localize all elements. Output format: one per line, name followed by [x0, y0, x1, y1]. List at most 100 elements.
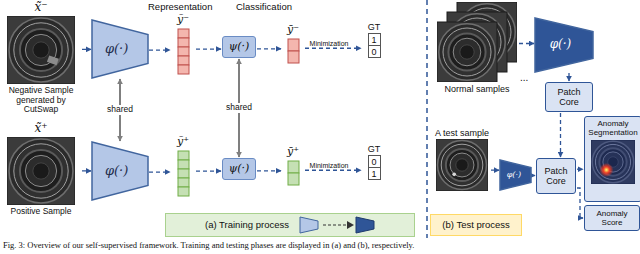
gt-cells: 10	[368, 33, 381, 58]
flow-arrow	[257, 170, 281, 171]
gt-label: GT	[368, 144, 381, 154]
encoder-label: φ(·)	[105, 42, 128, 57]
section-heading: Representation	[148, 1, 212, 12]
encoder-block: φ(·)	[92, 20, 148, 78]
gt-value: 1	[371, 35, 376, 45]
sample-stack: Normal samples	[436, 2, 518, 94]
flow-arrow	[519, 43, 534, 44]
photo-ground	[436, 139, 488, 191]
edge-label: shared	[105, 105, 135, 114]
sample-label: x̃⁺	[34, 122, 47, 136]
gt-value: 1	[371, 169, 376, 179]
sample-picture	[7, 16, 75, 84]
output-box: Anomaly Score	[584, 205, 640, 231]
ellipsis-mark: ...	[520, 72, 528, 83]
vector-cells	[287, 38, 300, 64]
segmentation-picture	[591, 140, 635, 184]
encoder-shape	[300, 217, 318, 233]
vector-cell	[288, 39, 299, 51]
vector-cell	[178, 65, 189, 74]
encoder-block: φ(·)	[92, 142, 148, 200]
bottle-ring	[446, 149, 478, 181]
sample-label: x̃⁻	[34, 1, 47, 15]
vector-cell	[178, 47, 189, 56]
flow-arrow	[149, 49, 170, 50]
flow-arrow	[257, 48, 281, 49]
bottle-photo	[436, 139, 488, 191]
encoder-label: φ(·)	[550, 38, 572, 52]
flow-arrow	[196, 170, 221, 171]
classifier-box: ψ(·)	[222, 36, 256, 58]
sample-image: x̃⁻Negative Sample generated by CutSwap	[1, 1, 81, 115]
bottle-photo	[591, 140, 635, 184]
vector-label: ỹ⁻	[177, 14, 189, 27]
flow-arrow	[491, 170, 499, 171]
flow-arrow	[577, 169, 583, 170]
patchcore-box: Patch Core	[545, 82, 593, 112]
flow-arrow	[149, 171, 170, 172]
section-heading: Classification	[236, 1, 292, 12]
vector-cell	[178, 29, 189, 38]
box-label: Patch Core	[539, 166, 573, 187]
vector-cells	[287, 160, 300, 186]
flow-arrow	[577, 188, 583, 218]
bottle-ring	[9, 139, 73, 203]
flow-arrow	[305, 170, 361, 171]
edge-label: Minimization	[308, 162, 351, 170]
flow-arrow	[568, 73, 569, 81]
sample-picture	[7, 137, 75, 205]
sample-picture	[436, 139, 488, 191]
sample-label: A test sample	[435, 128, 489, 138]
vector-cell	[178, 169, 189, 178]
encoder-icon	[300, 217, 318, 233]
figure-caption: Fig. 3: Overview of our self-supervised …	[3, 240, 414, 250]
box-label: ψ(·)	[229, 163, 250, 176]
bottle-ring	[439, 24, 495, 80]
ground-truth-vector: GT 0 1	[362, 144, 386, 180]
bottle-ring	[25, 155, 56, 186]
bottle-photo	[7, 16, 75, 84]
vector-cell	[178, 187, 189, 196]
gt-cell: 0	[368, 45, 381, 58]
update-head	[347, 221, 354, 229]
box-label: ψ(·)	[229, 41, 250, 54]
update-line	[323, 225, 347, 226]
bottle-ring	[453, 38, 481, 66]
bottle-ring	[33, 163, 49, 179]
bottle-ring	[20, 150, 62, 192]
sample-caption: Positive Sample	[11, 207, 72, 217]
bottle-ring	[33, 42, 49, 58]
vector-cells	[177, 150, 190, 197]
output-box: Anomaly Segmentation	[584, 116, 640, 202]
bottle-ring	[441, 145, 483, 187]
vector-cell	[288, 161, 299, 173]
cutswap-patch	[47, 55, 59, 65]
vector-cells	[177, 28, 190, 75]
bottle-ring	[9, 18, 73, 82]
panel-label: (a) Training process	[205, 220, 289, 231]
photo-ground	[447, 12, 507, 72]
gt-value: 0	[371, 157, 376, 167]
bottle-ring	[448, 33, 485, 70]
flow-arrow	[82, 170, 91, 171]
box-label: Anomaly Segmentation	[587, 119, 639, 137]
bottle-ring	[14, 23, 68, 77]
edge-label: Minimization	[308, 40, 351, 48]
bottle-ring	[14, 144, 68, 198]
sample-image: x̃⁺ Positive Sample	[1, 122, 81, 217]
phase-panel: (a) Training process	[165, 213, 415, 237]
vector-cell	[178, 38, 189, 47]
edge-label: shared	[224, 103, 254, 112]
bottle-ring	[443, 28, 491, 76]
feature-vector: ỹ⁻	[171, 14, 195, 75]
encoder-shape	[92, 142, 148, 200]
panel-label: (b) Test process	[442, 220, 509, 231]
vector-cell	[288, 51, 299, 63]
encoder-icon	[356, 217, 374, 233]
phase-panel: (b) Test process	[430, 214, 522, 236]
bottle-ring	[450, 153, 474, 177]
encoder-shape	[500, 160, 531, 190]
gt-value: 0	[371, 47, 376, 57]
flow-arrow	[196, 48, 221, 49]
